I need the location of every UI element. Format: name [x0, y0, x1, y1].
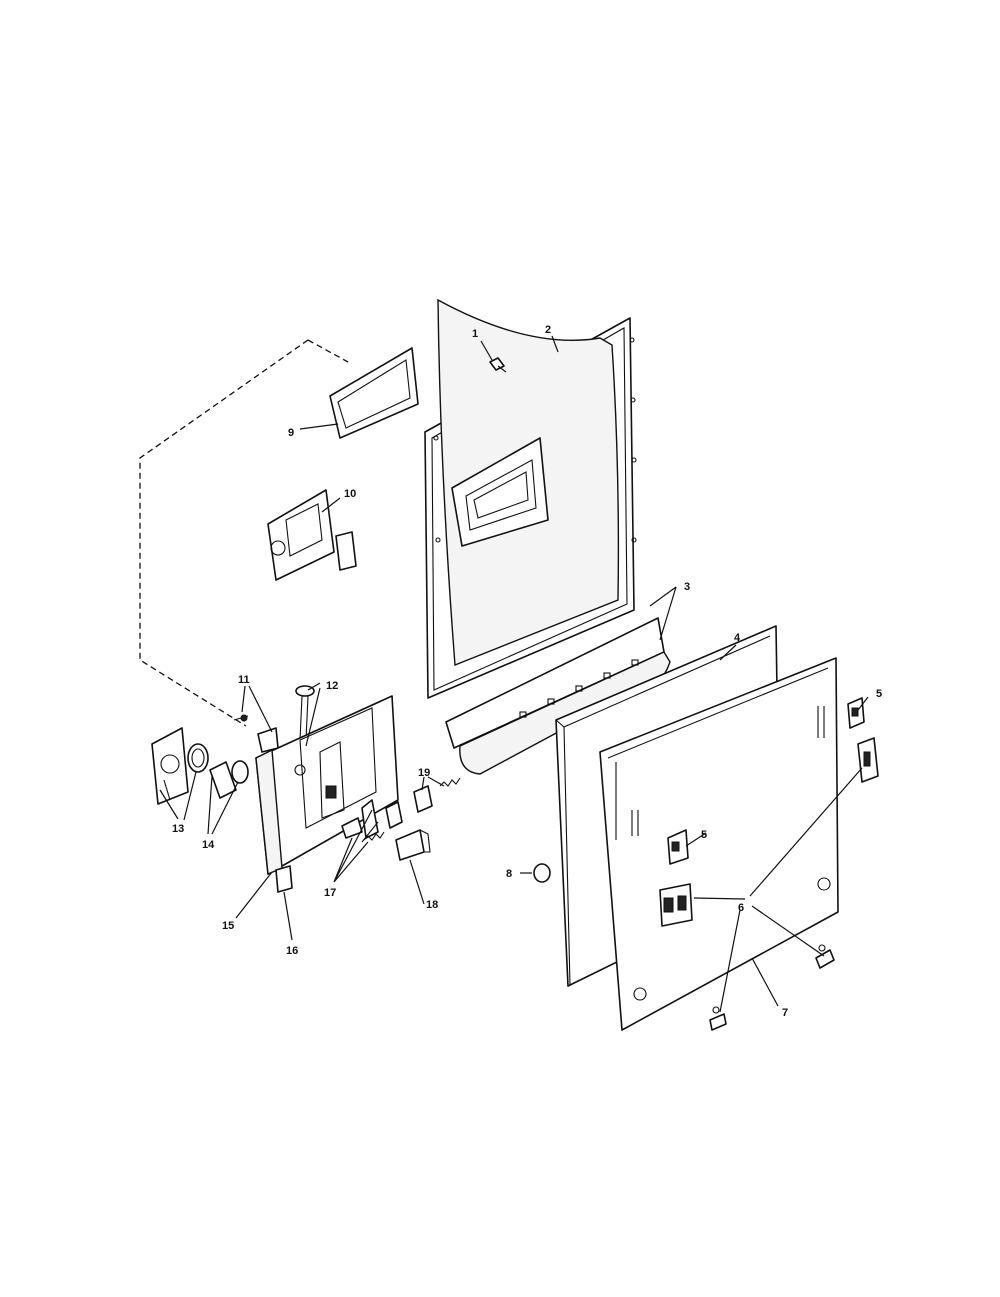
part-dispenser-gasket — [329, 347, 419, 439]
callout-7: 7 — [782, 1007, 788, 1019]
part-door-clip-right — [815, 944, 835, 969]
part-trim-strip — [445, 617, 671, 775]
callout-5-lower: 5 — [701, 829, 707, 841]
part-door-clip-left — [709, 1006, 727, 1031]
leader-lines — [159, 335, 869, 1013]
part-latch-spring — [413, 777, 461, 813]
callout-18: 18 — [426, 899, 438, 911]
part-latch-levers-and-spring — [341, 799, 403, 843]
callout-15: 15 — [222, 920, 234, 932]
part-dispenser — [267, 489, 357, 581]
callout-11: 11 — [238, 674, 250, 686]
callout-8: 8 — [506, 868, 512, 880]
part-inner-door-liner — [424, 298, 637, 699]
callout-3: 3 — [684, 581, 690, 593]
callout-13: 13 — [172, 823, 184, 835]
callout-12: 12 — [326, 680, 338, 692]
callout-6: 6 — [738, 902, 744, 914]
part-hinge-plate-left — [659, 883, 693, 927]
part-seal-ring-b — [209, 760, 249, 799]
part-clip — [275, 865, 293, 893]
callout-9: 9 — [288, 427, 294, 439]
callout-19: 19 — [418, 767, 430, 779]
part-spring-clip — [233, 714, 279, 753]
part-plug — [533, 863, 551, 883]
callout-2: 2 — [545, 324, 551, 336]
callout-14: 14 — [202, 839, 215, 851]
assembly-dashed-outline — [139, 339, 349, 727]
part-hinge-bracket-lower — [667, 829, 689, 865]
callout-17: 17 — [324, 887, 336, 899]
part-hinge-plate-right — [857, 737, 879, 783]
callout-5-upper: 5 — [876, 688, 882, 700]
part-screw — [489, 357, 507, 373]
part-seal-ring-a — [187, 743, 209, 773]
part-hinge-bracket-upper — [847, 697, 865, 729]
part-latch-block — [395, 829, 431, 861]
callout-1: 1 — [472, 328, 478, 340]
part-control-housing — [255, 695, 399, 876]
callout-4: 4 — [734, 632, 741, 644]
callout-16: 16 — [286, 945, 298, 957]
part-inner-door-panel — [599, 657, 839, 1031]
callout-labels: 1 2 3 4 5 5 6 7 8 9 10 11 12 13 14 15 16… — [172, 324, 882, 1019]
part-knob-housing — [151, 727, 189, 805]
callout-10: 10 — [344, 488, 356, 500]
